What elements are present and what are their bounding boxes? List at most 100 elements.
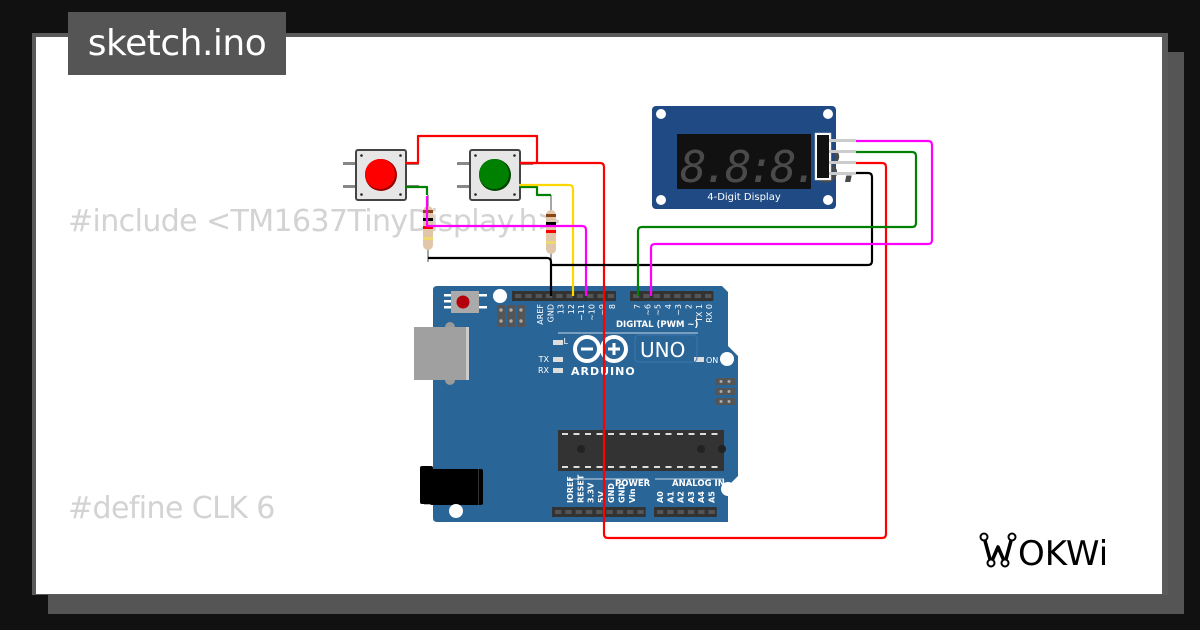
digital-pin-label: ~5	[654, 304, 663, 316]
led-rx	[553, 368, 563, 373]
digital-header[interactable]	[512, 291, 714, 301]
digital-pin-label: TX 1	[695, 304, 704, 323]
usb-port	[414, 322, 469, 385]
header-pin[interactable]	[653, 294, 660, 298]
header-pin[interactable]	[576, 294, 584, 298]
wire-green-btn2	[519, 185, 551, 197]
header-pin[interactable]	[585, 510, 593, 514]
mounting-hole	[720, 352, 734, 366]
reset-button[interactable]	[444, 291, 487, 313]
wire-red-5v	[519, 161, 888, 540]
digital-pin-label: 2	[685, 304, 694, 309]
digital-pin-label: 8	[608, 304, 617, 309]
header-pin[interactable]	[515, 294, 522, 298]
power-pin-label: GND	[618, 483, 627, 503]
digital-pin-label: ~11	[577, 304, 586, 321]
onboard-leds: L TX RX ON	[538, 337, 719, 375]
file-tab[interactable]: sketch.ino	[68, 12, 286, 75]
header-pin[interactable]	[556, 294, 563, 298]
tm1637-display-module[interactable]: 8.8:8.8. 4-Digit Display	[652, 106, 864, 209]
header-pin[interactable]	[575, 510, 582, 514]
header-pin[interactable]	[708, 510, 715, 514]
header-pin[interactable]	[643, 294, 650, 298]
analog-pin-label: A3	[687, 491, 696, 503]
header-pin[interactable]	[565, 510, 572, 514]
wire-magenta-dio	[649, 139, 934, 296]
arduino-brand-text: ARDUINO	[571, 365, 636, 378]
header-pin[interactable]	[525, 294, 532, 298]
digital-pin-label: 7	[633, 304, 642, 309]
header-pin[interactable]	[596, 510, 603, 514]
digital-pin-label: 13	[557, 304, 566, 314]
analog-pin-label: A2	[677, 491, 686, 503]
atmega-chip	[558, 430, 726, 471]
segment-digits: 8.8:8.8.	[680, 142, 860, 193]
red-pushbutton[interactable]	[343, 149, 419, 201]
header-pin[interactable]	[698, 510, 705, 514]
digital-pin-label: AREF	[536, 304, 545, 325]
digital-pin-label: ~10	[588, 304, 597, 321]
power-pin-label: 3.3V	[587, 482, 596, 503]
header-pin[interactable]	[535, 294, 542, 298]
header-pin[interactable]	[555, 510, 562, 514]
header-pin[interactable]	[606, 510, 613, 514]
digital-pin-label: ~9	[598, 304, 607, 316]
header-pin[interactable]	[633, 294, 640, 298]
wokwi-text: OKWi	[1018, 534, 1108, 573]
digital-pin-label: RX 0	[705, 304, 714, 323]
header-pin[interactable]	[687, 510, 695, 514]
power-pin-label: IOREF	[566, 476, 575, 503]
analog-label: ANALOG IN	[672, 479, 725, 489]
header-pin[interactable]	[657, 510, 664, 514]
display-pins[interactable]	[829, 139, 856, 175]
header-pin[interactable]	[545, 294, 553, 298]
digital-pin-label: ~3	[674, 304, 683, 316]
code-listing: #include <TM1637TinyDisplay.h> #define C…	[68, 103, 622, 594]
header-pin[interactable]	[674, 294, 681, 298]
wire-green-clk	[636, 150, 918, 296]
header-pin[interactable]	[597, 294, 604, 298]
header-pin[interactable]	[607, 294, 614, 298]
digital-pin-label: GND	[546, 304, 555, 322]
analog-pin-label: A1	[666, 491, 675, 503]
arduino-model-text: UNO	[640, 338, 685, 362]
analog-header[interactable]	[654, 507, 717, 517]
wokwi-logo: OKWi	[979, 532, 1108, 573]
header-pin[interactable]	[677, 510, 684, 514]
header-pin[interactable]	[627, 510, 634, 514]
header-pin[interactable]	[616, 510, 624, 514]
power-header[interactable]	[552, 507, 646, 517]
mounting-hole	[721, 482, 735, 496]
mounting-hole	[449, 504, 463, 518]
header-pin[interactable]	[684, 294, 691, 298]
header-pin[interactable]	[667, 510, 674, 514]
mounting-hole	[493, 289, 507, 303]
header-pin[interactable]	[663, 294, 671, 298]
power-label: POWER	[615, 479, 651, 489]
header-pin[interactable]	[637, 510, 644, 514]
wire-yellow-pin12	[519, 183, 575, 296]
digital-pin-label: 12	[567, 304, 576, 314]
led-on	[694, 357, 704, 362]
led-tx	[553, 357, 563, 362]
digital-header-label: DIGITAL (PWM ~)	[616, 320, 698, 330]
digital-pin-label: 4	[664, 304, 673, 309]
power-pin-label: RESET	[576, 474, 585, 503]
power-pin-label: Vin	[628, 488, 637, 503]
green-pushbutton[interactable]	[457, 149, 533, 201]
header-pin[interactable]	[566, 294, 573, 298]
header-pin[interactable]	[705, 294, 712, 298]
led-l-label: L	[564, 337, 569, 346]
power-pin-label: 5V	[597, 490, 606, 503]
header-pin[interactable]	[694, 294, 702, 298]
led-rx-label: RX	[538, 366, 550, 375]
code-line: #include <TM1637TinyDisplay.h>	[68, 204, 562, 240]
header-pin[interactable]	[587, 294, 594, 298]
resistor-2	[546, 195, 556, 262]
icsp-header	[497, 305, 525, 327]
